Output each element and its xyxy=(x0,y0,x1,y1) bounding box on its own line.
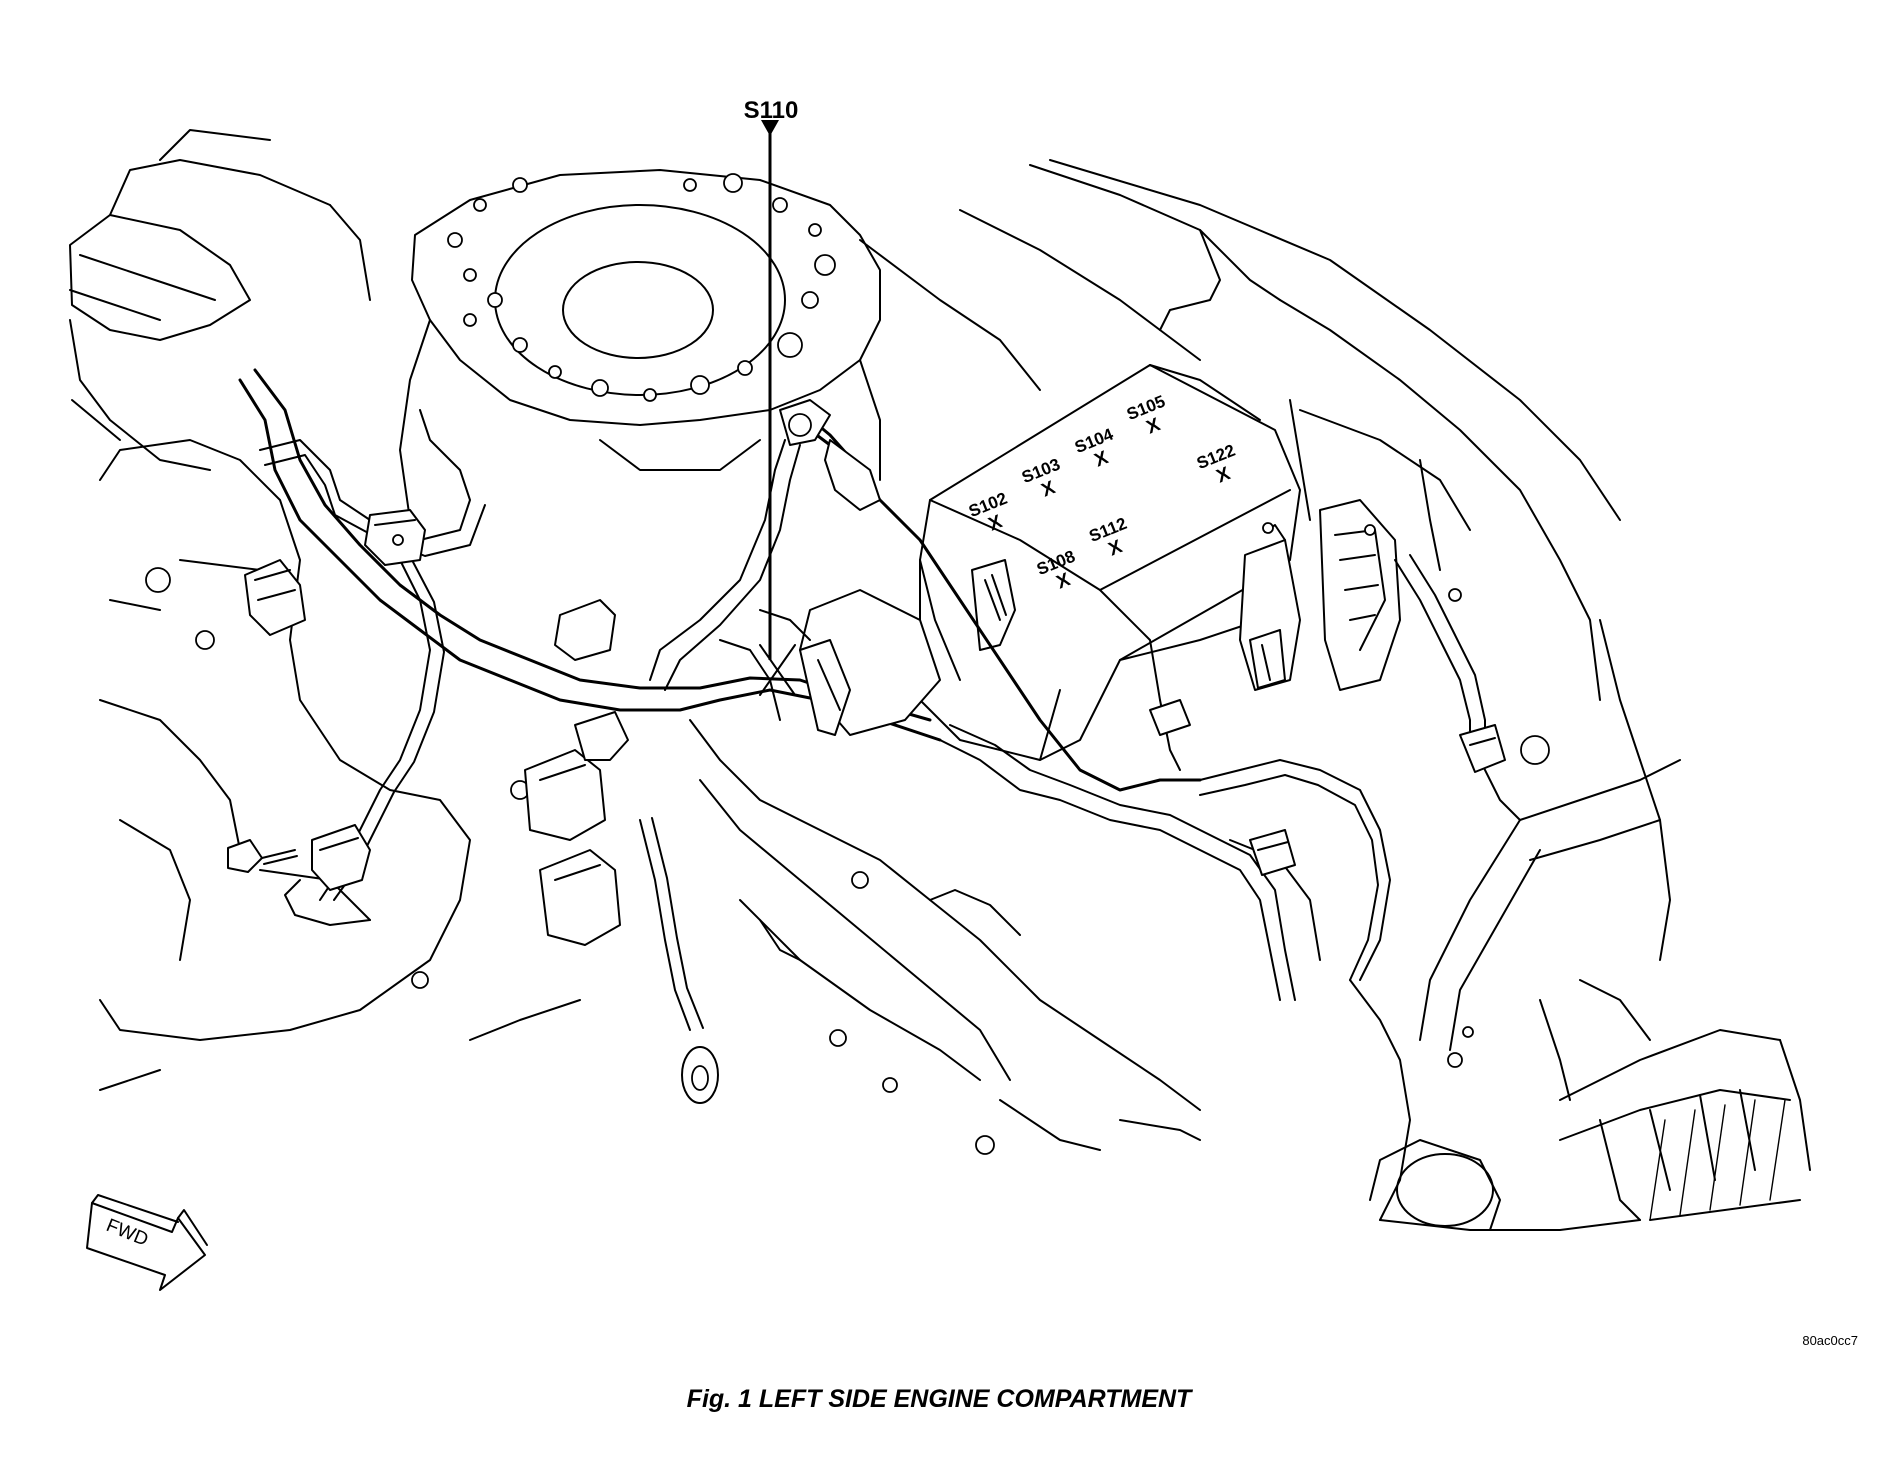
center-connector xyxy=(719,589,941,736)
ring-terminal-cable xyxy=(639,817,719,1104)
radiator-support xyxy=(1349,979,1811,1231)
frame-rail xyxy=(469,719,1201,1155)
diagram-labels: S110 S102 X S103 X S104 X S105 X S122 X … xyxy=(103,97,1858,1413)
wiring-harness xyxy=(238,368,1521,1001)
s110-leader xyxy=(761,120,779,660)
s110-splice-marker xyxy=(759,644,796,696)
harness-connectors xyxy=(227,509,629,946)
bellhousing-plate xyxy=(399,169,881,521)
fwd-arrow-icon xyxy=(86,1194,208,1291)
cowl-structure xyxy=(859,159,1621,701)
figure-caption: Fig. 1 LEFT SIDE ENGINE COMPARTMENT xyxy=(687,1385,1194,1413)
s110-callout-label: S110 xyxy=(744,97,799,124)
right-frame-bracket xyxy=(1229,588,1681,1051)
left-strut-tower xyxy=(69,129,371,471)
image-code: 80ac0cc7 xyxy=(1802,1333,1858,1348)
engine-block xyxy=(99,439,553,1091)
power-distribution-center xyxy=(919,364,1401,771)
engine-compartment-artwork xyxy=(69,120,1811,1291)
ground-bolt-cable xyxy=(649,399,1202,792)
